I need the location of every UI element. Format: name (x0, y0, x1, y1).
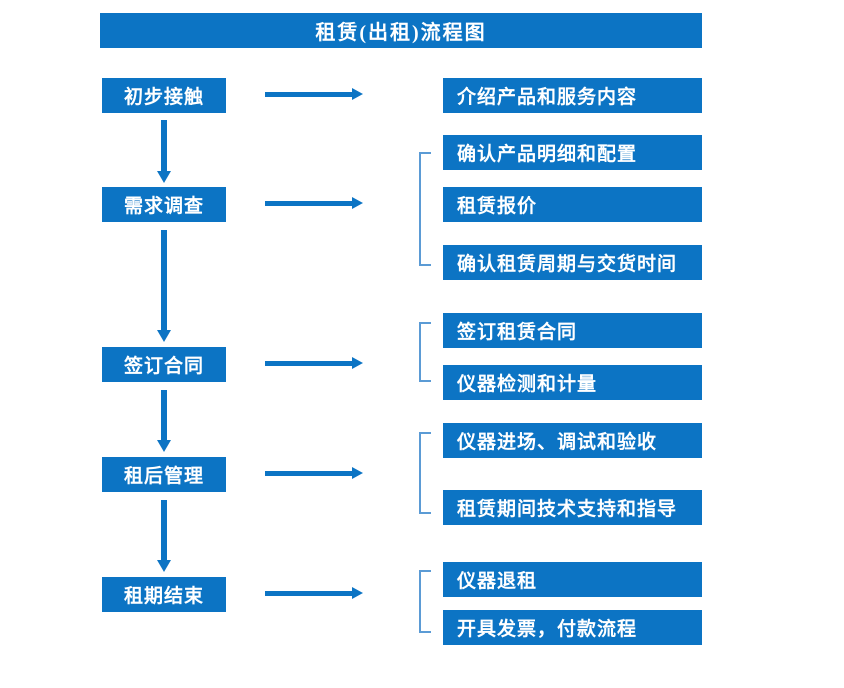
horizontal-arrow-stage-5 (265, 585, 363, 603)
detail-box-2[interactable]: 确认产品明细和配置 (443, 135, 702, 170)
stage-box-4[interactable]: 租后管理 (102, 457, 226, 492)
detail-box-9[interactable]: 仪器退租 (443, 562, 702, 597)
detail-box-5[interactable]: 签订租赁合同 (443, 313, 702, 348)
stage-box-5[interactable]: 租期结束 (102, 577, 226, 612)
detail-box-8[interactable]: 租赁期间技术支持和指导 (443, 490, 702, 525)
detail-box-3[interactable]: 租赁报价 (443, 187, 702, 222)
vertical-arrow-stage-1-to-2 (155, 120, 173, 183)
stage-box-3[interactable]: 签订合同 (102, 347, 226, 382)
horizontal-arrow-stage-2 (265, 195, 363, 213)
horizontal-arrow-stage-4 (265, 465, 363, 483)
detail-box-4[interactable]: 确认租赁周期与交货时间 (443, 245, 702, 280)
detail-box-1[interactable]: 介绍产品和服务内容 (443, 78, 702, 113)
detail-box-7[interactable]: 仪器进场、调试和验收 (443, 423, 702, 458)
chart-title-bar: 租赁(出租)流程图 (100, 13, 702, 48)
vertical-arrow-stage-3-to-4 (155, 390, 173, 452)
group-bracket-2 (419, 322, 431, 382)
detail-box-10[interactable]: 开具发票，付款流程 (443, 610, 702, 645)
horizontal-arrow-stage-3 (265, 355, 363, 373)
stage-box-2[interactable]: 需求调查 (102, 187, 226, 222)
horizontal-arrow-stage-1 (265, 86, 363, 104)
vertical-arrow-stage-4-to-5 (155, 500, 173, 572)
group-bracket-4 (419, 570, 431, 633)
stage-box-1[interactable]: 初步接触 (102, 78, 226, 113)
group-bracket-1 (419, 152, 431, 266)
detail-box-6[interactable]: 仪器检测和计量 (443, 365, 702, 400)
vertical-arrow-stage-2-to-3 (155, 230, 173, 342)
group-bracket-3 (419, 432, 431, 514)
